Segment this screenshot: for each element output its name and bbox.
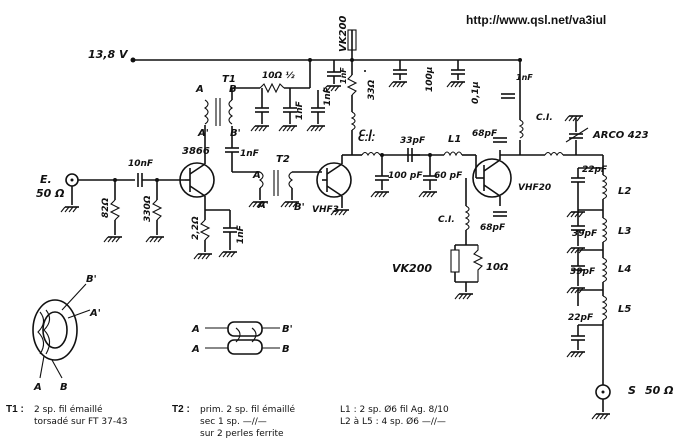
c39p-a-label: 39pF <box>572 229 598 239</box>
tb-pin-a-bottom: A <box>191 344 200 355</box>
l5-label: L5 <box>618 304 631 315</box>
c68p-a-label: 68pF <box>472 129 498 139</box>
q1-collector-feed: 10Ω ½ 1nF 1nF <box>250 58 333 132</box>
transistor-q2: VHF3 <box>312 154 352 216</box>
q2-collector-feed: 33Ω C.I. 1nF <box>322 58 377 155</box>
t2-pin-a2: A' <box>257 200 269 211</box>
notes: T1 : 2 sp. fil émaillé torsadé sur FT 37… <box>6 404 449 439</box>
c100p-label: 100 pF <box>388 171 423 181</box>
c68p-b-label: 68pF <box>480 223 506 233</box>
vk200-top-label: VK200 <box>338 16 349 52</box>
t1-label: T1 <box>222 74 236 85</box>
transistor-q1: 3866 <box>179 146 215 210</box>
t1-note-line2: torsadé sur FT 37-43 <box>34 416 128 427</box>
arco-trimmer: ARCO 423 <box>564 115 649 155</box>
q3-base-bias: C.I. VK200 10Ω <box>392 178 509 300</box>
t2-label: T2 <box>276 154 290 165</box>
tb-pin-a: A <box>191 324 200 335</box>
t1-pin-a2: A' <box>197 128 209 139</box>
transistor-q3: VHF20 68pF 68pF <box>472 129 551 233</box>
transformer-t2: T2 A A' B' <box>248 154 322 213</box>
ci1-label: C.I. <box>359 129 376 139</box>
interstage-network: C.I. 100 pF 33pF 60 pF L1 <box>352 134 476 198</box>
t2-coupling: 1nF <box>224 126 260 173</box>
t2-pin-b2: B' <box>294 202 305 213</box>
q1-emitter-network: 2,2Ω 1nF <box>191 209 246 260</box>
arco-label: ARCO 423 <box>592 130 649 141</box>
r22-label: 2,2Ω <box>191 216 201 240</box>
c33p-label: 33pF <box>400 136 426 146</box>
r10half-label: 10Ω ½ <box>262 71 295 81</box>
q2-label: VHF3 <box>312 205 339 215</box>
t1-pin-b2: B' <box>230 128 241 139</box>
l2-l5-note: L2 à L5 : 4 sp. Ø6 —//— <box>340 416 446 427</box>
l1-label: L1 <box>448 134 461 145</box>
l1-note: L1 : 2 sp. Ø6 fil Ag. 8/10 <box>340 404 449 415</box>
vk200-top-choke: VK200 <box>338 16 357 60</box>
output-label: S <box>628 384 636 397</box>
website-url: http://www.qsl.net/va3iul <box>466 13 606 27</box>
q3-label: VHF20 <box>518 183 551 193</box>
q3-collector-feed: 1nF C.I. <box>500 58 603 157</box>
c39p-b-label: 39pF <box>570 267 596 277</box>
supply-voltage-label: 13,8 V <box>88 48 129 61</box>
output-impedance: 50 Ω <box>645 384 674 397</box>
c-in-label: 10nF <box>128 159 154 169</box>
l2-label: L2 <box>618 186 631 197</box>
r330-label: 330Ω <box>143 195 153 222</box>
input-impedance: 50 Ω <box>36 187 65 200</box>
td-pin-b2: B' <box>86 274 97 285</box>
tb-pin-b: B <box>282 344 290 355</box>
td-pin-b: B <box>60 382 68 393</box>
t2-bead-drawing: A A B' B <box>191 321 293 355</box>
c22p-a-label: 22pF <box>582 165 608 175</box>
t1-note-line1: 2 sp. fil émaillé <box>34 404 103 415</box>
td-pin-a2: A' <box>89 308 101 319</box>
output-connector: S 50 Ω <box>591 384 674 420</box>
t2-note-line1: prim. 2 sp. fil émaillé <box>200 404 295 415</box>
r82-label: 82Ω <box>101 197 111 218</box>
c1nf-emitter-label: 1nF <box>236 224 246 244</box>
input-label: E. <box>40 173 52 186</box>
c1nf-d-label: 1nF <box>516 73 533 82</box>
l3-label: L3 <box>618 226 631 237</box>
t1-toroid-drawing: B' A' A B <box>32 274 101 393</box>
c60p-label: 60 pF <box>434 171 463 181</box>
c1nf-a-label: 1nF <box>295 100 305 120</box>
input-connector: E. 50 Ω <box>36 173 135 213</box>
ci2-label: C.I. <box>358 134 375 144</box>
output-filter: L2 L3 L4 L5 22pF 39pF 39pF <box>566 155 631 385</box>
r33-label: 33Ω <box>367 79 377 100</box>
c01u-label: 0,1µ <box>471 81 481 104</box>
c22p-b-label: 22pF <box>568 313 594 323</box>
c1nf-b-label: 1nF <box>323 86 333 106</box>
t2-note-title: T2 : <box>172 404 190 415</box>
tb-pin-b2: B' <box>282 324 293 335</box>
supply-decoupling: 100µ 0,1µ <box>388 60 481 104</box>
supply-rail: 13,8 V <box>88 48 520 63</box>
vk200-bottom-label: VK200 <box>392 262 432 275</box>
c1nf-t2-label: 1nF <box>240 149 260 159</box>
r10-label: 10Ω <box>486 262 509 273</box>
input-attenuator: 82Ω 10nF 330Ω <box>101 159 185 243</box>
c100u-label: 100µ <box>425 66 435 92</box>
t2-note-line3: sur 2 perles ferrite <box>200 429 284 439</box>
t1-note-title: T1 : <box>6 404 24 415</box>
td-pin-a: A <box>33 382 42 393</box>
t2-note-line2: sec 1 sp. —//— <box>200 417 267 427</box>
ci3-label: C.I. <box>438 215 455 225</box>
ci4-label: C.I. <box>536 113 553 123</box>
t1-pin-a: A <box>195 84 204 95</box>
t1-pin-b: B <box>229 84 237 95</box>
l4-label: L4 <box>618 264 631 275</box>
c1nf-c-label: 1nF <box>339 67 348 84</box>
q1-label: 3866 <box>182 146 210 157</box>
transformer-t1: T1 A B A' B' <box>195 74 260 150</box>
t2-pin-a: A <box>252 170 261 181</box>
